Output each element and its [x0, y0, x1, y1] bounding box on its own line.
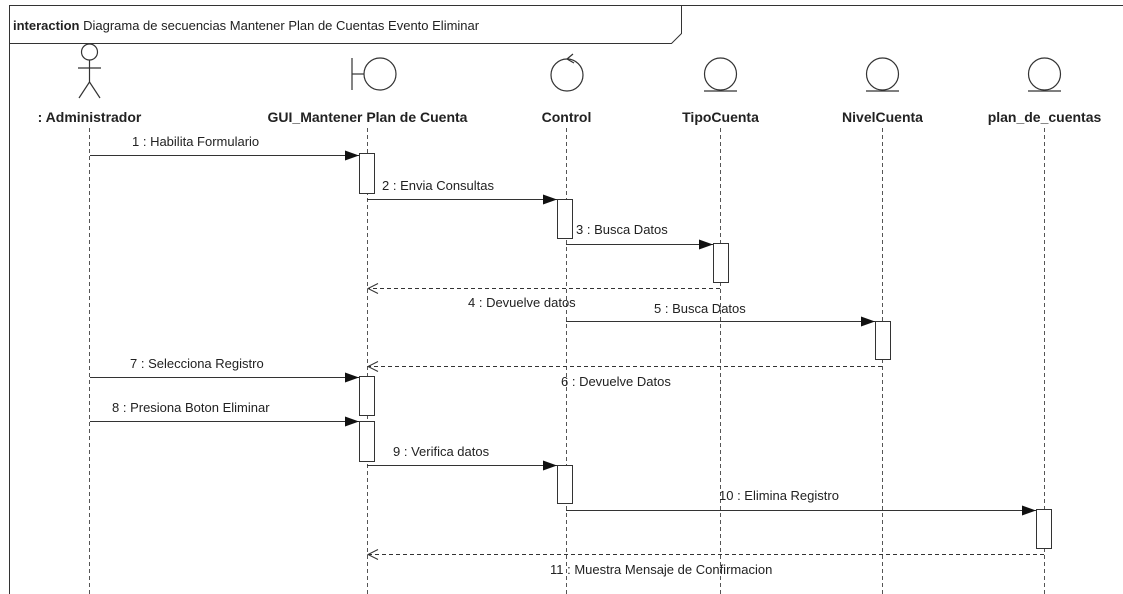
- activation-bars: [359, 153, 1052, 549]
- arrowhead-msg-8: [345, 416, 359, 427]
- arrowhead-msg-1: [345, 150, 359, 161]
- message-label-3: 3 : Busca Datos: [576, 222, 668, 237]
- message-label-1: 1 : Habilita Formulario: [132, 134, 259, 149]
- message-label-5: 5 : Busca Datos: [654, 301, 746, 316]
- arrowhead-msg-4: [366, 283, 379, 294]
- control-icon: [550, 53, 584, 92]
- message-label-10: 10 : Elimina Registro: [719, 488, 839, 503]
- return-arrowheads: [366, 283, 379, 560]
- frame-title: interaction Diagrama de secuencias Mante…: [13, 18, 480, 33]
- arrowhead-msg-11: [366, 549, 379, 560]
- arrowhead-msg-5: [861, 316, 875, 327]
- activation-gui-3: [359, 421, 375, 462]
- arrowhead-msg-3: [699, 239, 713, 250]
- message-label-9: 9 : Verifica datos: [393, 444, 490, 459]
- sync-arrowheads: [345, 150, 1036, 516]
- message-label-11: 11 : Muestra Mensaje de Confirmacion: [550, 562, 772, 577]
- message-arrows: [90, 155, 1044, 555]
- activation-nivelcuenta: [875, 321, 891, 360]
- activation-tipocuenta: [713, 243, 729, 283]
- arrowhead-msg-7: [345, 372, 359, 383]
- entity-icon-plan-de-cuentas: [1027, 57, 1062, 92]
- message-label-2: 2 : Envia Consultas: [382, 178, 495, 193]
- participant-name-plan-de-cuentas: plan_de_cuentas: [988, 109, 1102, 125]
- frame-title-tab: [9, 5, 682, 44]
- message-label-6: 6 : Devuelve Datos: [561, 374, 671, 389]
- actor-icon: [78, 43, 101, 99]
- frame-title-text: Diagrama de secuencias Mantener Plan de …: [83, 18, 480, 33]
- participant-name-administrador: : Administrador: [38, 109, 142, 125]
- frame-keyword: interaction: [13, 18, 80, 33]
- message-label-4: 4 : Devuelve datos: [468, 295, 576, 310]
- arrowhead-msg-10: [1022, 505, 1036, 516]
- participant-name-nivelcuenta: NivelCuenta: [842, 109, 923, 125]
- boundary-icon: [351, 57, 397, 91]
- arrowhead-msg-6: [366, 361, 379, 372]
- activation-gui-1: [359, 153, 375, 194]
- activation-control-1: [557, 199, 573, 239]
- activation-plan-de-cuentas: [1036, 509, 1052, 549]
- message-label-8: 8 : Presiona Boton Eliminar: [112, 400, 270, 415]
- entity-icon-tipocuenta: [703, 57, 738, 92]
- entity-icon-nivelcuenta: [865, 57, 900, 92]
- activation-control-2: [557, 465, 573, 504]
- participant-name-gui: GUI_Mantener Plan de Cuenta: [268, 109, 468, 125]
- arrowhead-msg-2: [543, 194, 557, 205]
- arrowhead-msg-9: [543, 460, 557, 471]
- participant-name-control: Control: [542, 109, 592, 125]
- message-label-7: 7 : Selecciona Registro: [130, 356, 264, 371]
- activation-gui-2: [359, 376, 375, 416]
- participant-name-tipocuenta: TipoCuenta: [682, 109, 759, 125]
